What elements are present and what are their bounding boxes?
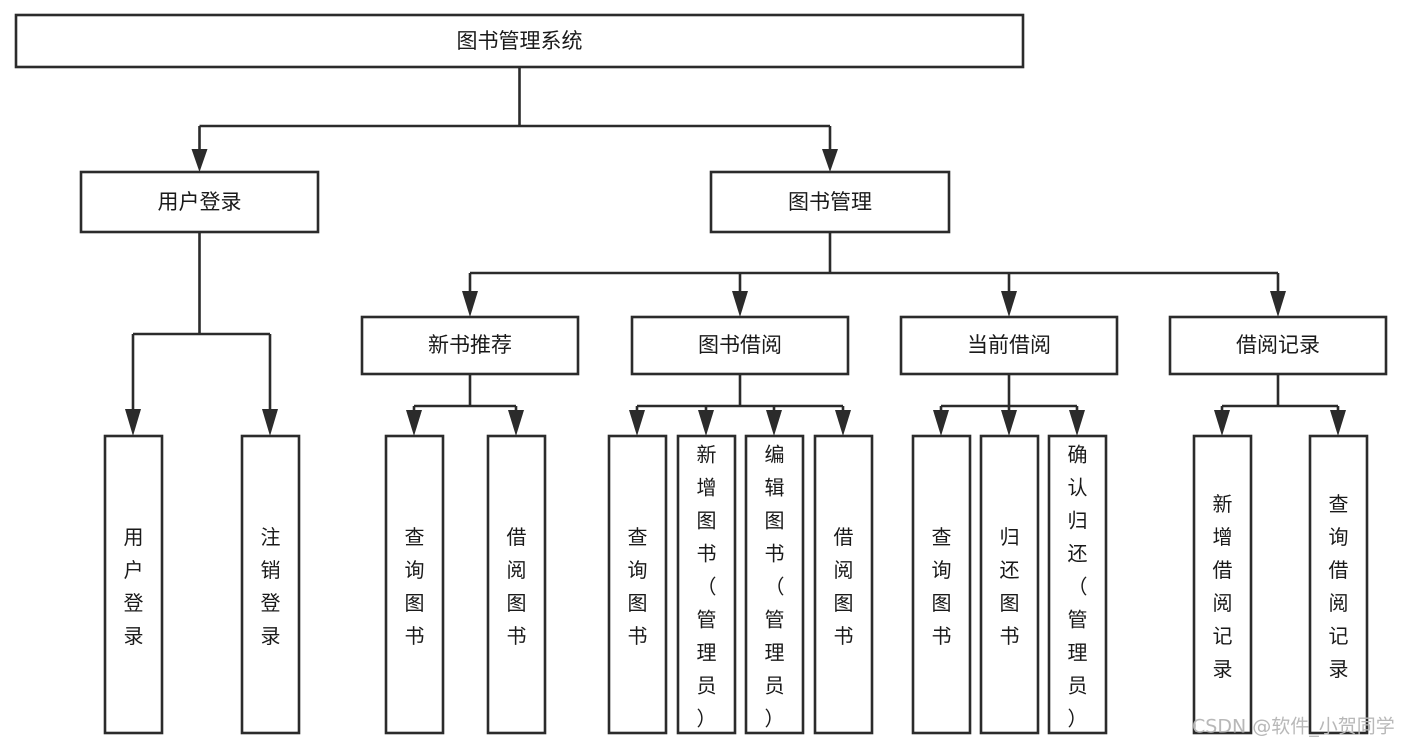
node-leaf-add-book-admin-label: 新增图书（管理员） [697,443,717,731]
node-borrow-record[interactable]: 借阅记录 [1168,315,1388,376]
node-new-book-rec[interactable]: 新书推荐 [360,315,580,376]
node-leaf-logout-box[interactable] [240,434,301,735]
node-leaf-query-record[interactable]: 查询借阅记录 [1308,434,1369,735]
node-leaf-user-login[interactable]: 用户登录 [103,434,164,735]
node-leaf-query-book-2-box[interactable] [607,434,668,735]
node-root-box[interactable] [14,13,1025,69]
node-book-borrow-box[interactable] [630,315,850,376]
node-leaf-add-record-label: 新增借阅记录 [1213,492,1233,681]
node-current-borrow-label: 当前借阅 [967,333,1051,357]
node-current-borrow[interactable]: 当前借阅 [899,315,1119,376]
arrowhead-leaf-query-book-3 [933,410,949,436]
node-leaf-confirm-return-admin-label: 确认归还（管理员） [1068,443,1088,731]
node-leaf-logout[interactable]: 注销登录 [240,434,301,735]
node-user-login-label: 用户登录 [158,190,242,214]
node-leaf-query-book-2[interactable]: 查询图书 [607,434,668,735]
arrowhead-borrow-record [1270,291,1286,317]
arrowhead-current-borrow [1001,291,1017,317]
arrowhead-user-login [191,149,208,172]
node-leaf-add-book-admin[interactable]: 新增图书（管理员） [676,434,737,735]
node-book-manage-box[interactable] [709,170,951,234]
node-leaf-borrow-book-1-box[interactable] [486,434,547,735]
node-new-book-rec-label: 新书推荐 [428,333,512,357]
node-book-borrow[interactable]: 图书借阅 [630,315,850,376]
node-leaf-logout-label: 注销登录 [261,525,281,648]
node-leaf-return-book-label: 归还图书 [1000,525,1020,648]
node-new-book-rec-box[interactable] [360,315,580,376]
node-leaf-query-book-2-label: 查询图书 [628,525,648,648]
node-leaf-confirm-return-admin[interactable]: 确认归还（管理员） [1047,434,1108,735]
node-leaf-query-book-1-label: 查询图书 [405,525,425,648]
arrowhead-leaf-user-login [125,409,141,436]
node-book-manage-label: 图书管理 [788,190,872,214]
arrowhead-leaf-query-book-2 [629,410,645,436]
node-leaf-edit-book-admin[interactable]: 编辑图书（管理员） [744,434,805,735]
node-leaf-borrow-book-2-label: 借阅图书 [834,525,854,648]
node-leaf-user-login-box[interactable] [103,434,164,735]
node-borrow-record-label: 借阅记录 [1236,333,1320,357]
node-leaf-confirm-return-admin-box[interactable] [1047,434,1108,735]
connector-layer [125,67,1346,436]
node-leaf-borrow-book-2-box[interactable] [813,434,874,735]
node-leaf-return-book[interactable]: 归还图书 [979,434,1040,735]
arrowhead-leaf-return-book [1001,410,1017,436]
node-book-manage[interactable]: 图书管理 [709,170,951,234]
node-leaf-add-book-admin-box[interactable] [676,434,737,735]
node-leaf-query-book-1-box[interactable] [384,434,445,735]
node-leaf-borrow-book-1-label: 借阅图书 [507,525,527,648]
node-root[interactable]: 图书管理系统 [14,13,1025,69]
node-leaf-query-book-3-box[interactable] [911,434,972,735]
node-leaf-borrow-book-2[interactable]: 借阅图书 [813,434,874,735]
node-user-login[interactable]: 用户登录 [79,170,320,234]
csdn-watermark: CSDN @软件_小贺同学 [1192,716,1395,738]
arrowhead-leaf-add-book-admin [698,410,714,436]
node-leaf-add-record[interactable]: 新增借阅记录 [1192,434,1253,735]
node-user-login-box[interactable] [79,170,320,234]
arrowhead-leaf-confirm-return [1069,410,1085,436]
arrowhead-book-manage [822,149,838,172]
node-leaf-add-record-box[interactable] [1192,434,1253,735]
arrowhead-leaf-logout [262,409,278,436]
arrowhead-leaf-edit-book-admin [766,410,782,436]
node-leaf-query-book-1[interactable]: 查询图书 [384,434,445,735]
node-leaf-borrow-book-1[interactable]: 借阅图书 [486,434,547,735]
arrowhead-leaf-query-book-1 [406,410,422,436]
arrowhead-leaf-add-record [1214,410,1230,436]
node-leaf-query-record-box[interactable] [1308,434,1369,735]
arrowhead-leaf-borrow-book-1 [508,410,524,436]
node-leaf-query-record-label: 查询借阅记录 [1329,492,1349,681]
arrowhead-leaf-query-record [1330,410,1346,436]
node-borrow-record-box[interactable] [1168,315,1388,376]
node-leaf-query-book-3-label: 查询图书 [932,525,952,648]
arrowhead-new-book-rec [462,291,478,317]
arrowhead-leaf-borrow-book-2 [835,410,851,436]
node-leaf-edit-book-admin-box[interactable] [744,434,805,735]
node-leaf-query-book-3[interactable]: 查询图书 [911,434,972,735]
node-leaf-return-book-box[interactable] [979,434,1040,735]
node-book-borrow-label: 图书借阅 [698,333,782,357]
arrowhead-book-borrow [732,291,748,317]
node-current-borrow-box[interactable] [899,315,1119,376]
node-leaf-user-login-label: 用户登录 [124,525,144,648]
node-root-label: 图书管理系统 [457,29,583,53]
node-leaf-edit-book-admin-label: 编辑图书（管理员） [765,443,785,731]
